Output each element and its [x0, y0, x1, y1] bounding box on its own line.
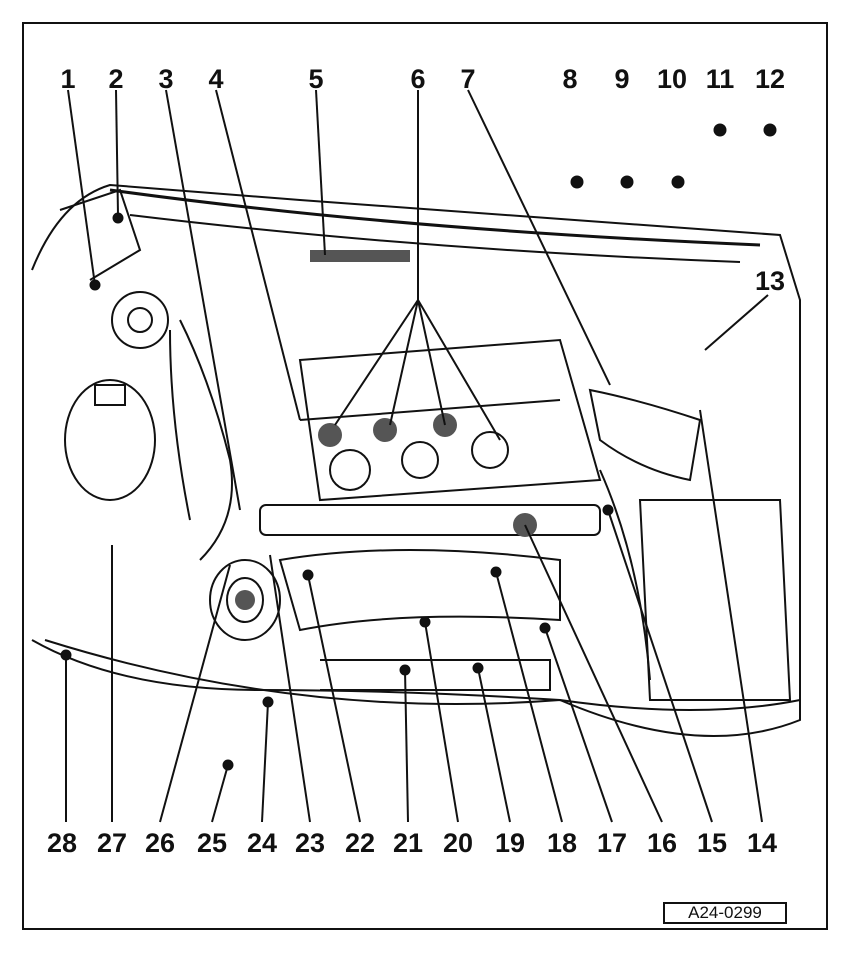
callout-19: 19: [494, 828, 526, 858]
callout-4: 4: [208, 64, 224, 94]
callout-27: 27: [96, 828, 128, 858]
callout-23: 23: [294, 828, 326, 858]
callout-1: 1: [60, 64, 76, 94]
callout-24: 24: [246, 828, 278, 858]
callout-16: 16: [646, 828, 678, 858]
callout-18: 18: [546, 828, 578, 858]
callout-15: 15: [696, 828, 728, 858]
callout-11: 11: [705, 64, 735, 94]
callout-17: 17: [596, 828, 628, 858]
callout-26: 26: [144, 828, 176, 858]
callout-12: 12: [754, 64, 786, 94]
callout-7: 7: [460, 64, 476, 94]
callout-14: 14: [746, 828, 778, 858]
callout-10: 10: [656, 64, 688, 94]
callout-21: 21: [392, 828, 424, 858]
callout-8: 8: [562, 64, 578, 94]
callout-13: 13: [754, 266, 786, 296]
callout-22: 22: [344, 828, 376, 858]
callout-9: 9: [614, 64, 630, 94]
callout-28: 28: [46, 828, 78, 858]
callout-6: 6: [410, 64, 426, 94]
callout-20: 20: [442, 828, 474, 858]
diagram-frame: [22, 22, 828, 930]
callout-25: 25: [196, 828, 228, 858]
callout-3: 3: [158, 64, 174, 94]
callout-5: 5: [308, 64, 324, 94]
callout-2: 2: [108, 64, 124, 94]
figure-reference-code: A24-0299: [663, 902, 787, 924]
